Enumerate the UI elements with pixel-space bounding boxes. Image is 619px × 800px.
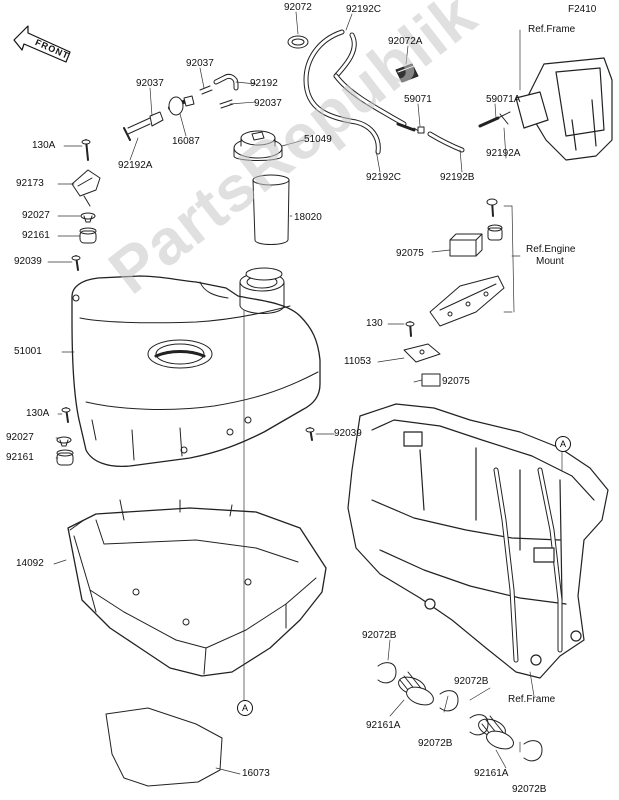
part-label-51049: 51049 [304, 134, 332, 145]
part-label-92039: 92039 [334, 428, 362, 439]
part-label-92072: 92072 [284, 2, 312, 13]
part-label-92161: 92161 [6, 452, 34, 463]
elbow-fitting-icon [199, 73, 239, 109]
part-label-92037: 92037 [254, 98, 282, 109]
heat-shield-icon [105, 707, 223, 787]
part-label-130a: 130A [26, 408, 50, 419]
part-label-92072b: 92072B [454, 676, 489, 687]
part-label-11053: 11053 [344, 356, 372, 367]
hose-fitting-icon [396, 111, 511, 134]
part-label-92072b: 92072B [418, 738, 453, 749]
frame-icon [347, 403, 609, 679]
part-label-92072b: 92072B [362, 630, 397, 641]
callout-a-tray: A [237, 700, 253, 716]
part-label-51001: 51001 [14, 346, 42, 357]
engine-mount-bracket-icon [403, 233, 505, 387]
part-label-92072b: 92072B [512, 784, 547, 795]
part-label-92037: 92037 [186, 58, 214, 69]
part-label-16073: 16073 [242, 768, 270, 779]
breather-hose-icon [303, 29, 465, 155]
figure-code: F2410 [568, 4, 597, 15]
ref-frame-bottom: Ref.Frame [508, 694, 556, 705]
rubber-grommet-icon [56, 224, 503, 466]
washer-icon [56, 212, 96, 447]
ref-engine-mount-line1: Ref.Engine [526, 244, 576, 255]
leader-lines [47, 11, 563, 775]
tank-tray-icon [67, 499, 327, 677]
part-label-92192: 92192 [250, 78, 278, 89]
part-label-18020: 18020 [294, 212, 322, 223]
part-label-130: 130 [366, 318, 383, 329]
part-label-92072a: 92072A [388, 36, 423, 47]
ref-engine-mount-line2: Mount [536, 256, 564, 267]
part-label-59071: 59071 [404, 94, 432, 105]
part-label-92039: 92039 [14, 256, 42, 267]
frame-detail-icon [515, 57, 613, 161]
vent-fitting-icon [123, 95, 195, 141]
filler-tube-icon [252, 174, 290, 245]
ref-frame-top: Ref.Frame [528, 24, 576, 35]
part-label-130a: 130A [32, 140, 56, 151]
part-label-92192a: 92192A [118, 160, 153, 171]
part-label-92173: 92173 [16, 178, 44, 189]
part-label-92161: 92161 [22, 230, 50, 241]
part-label-92027: 92027 [6, 432, 34, 443]
part-label-14092: 14092 [16, 558, 44, 569]
part-label-92075: 92075 [442, 376, 470, 387]
part-label-92192a: 92192A [486, 148, 521, 159]
part-label-92192b: 92192B [440, 172, 475, 183]
bolt-icon [61, 139, 498, 441]
part-label-92161a: 92161A [474, 768, 509, 779]
part-label-92075: 92075 [396, 248, 424, 259]
part-label-92192c: 92192C [346, 4, 382, 15]
part-label-92192c: 92192C [366, 172, 402, 183]
clamp-ring-icon [377, 662, 543, 762]
part-label-92161a: 92161A [366, 720, 401, 731]
hose-clamp-icon [287, 35, 419, 83]
fuel-cap-icon [233, 130, 283, 161]
part-label-16087: 16087 [172, 136, 200, 147]
part-label-92027: 92027 [22, 210, 50, 221]
bracket-icon [71, 169, 101, 207]
part-label-92037: 92037 [136, 78, 164, 89]
part-label-59071a: 59071A [486, 94, 521, 105]
callout-a-frame: A [555, 436, 571, 452]
fuel-tank-icon [71, 267, 321, 468]
front-arrow-icon [13, 25, 71, 63]
